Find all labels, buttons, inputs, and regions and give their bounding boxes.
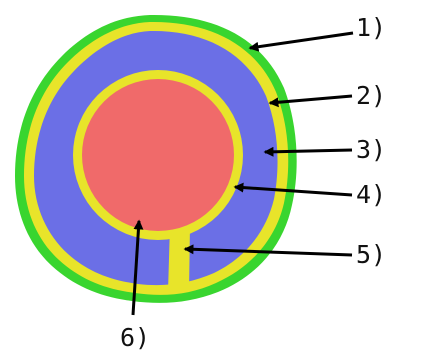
callout-label-5: 5) [356, 240, 386, 269]
callout-arrow-1 [248, 31, 354, 52]
callout-arrow-3 [263, 146, 353, 157]
callout-arrow-5 [183, 244, 353, 257]
callout-arrow-2 [268, 94, 353, 108]
callout-arrow-6 [131, 219, 144, 316]
yellow-channel [168, 225, 190, 292]
red-core [82, 79, 234, 231]
callout-label-2: 2) [356, 81, 386, 110]
callout-arrow-4 [233, 182, 353, 197]
callout-label-1: 1) [356, 13, 386, 42]
callout-label-6: 6) [120, 323, 150, 352]
callout-label-3: 3) [356, 135, 386, 164]
callout-label-4: 4) [356, 180, 386, 209]
